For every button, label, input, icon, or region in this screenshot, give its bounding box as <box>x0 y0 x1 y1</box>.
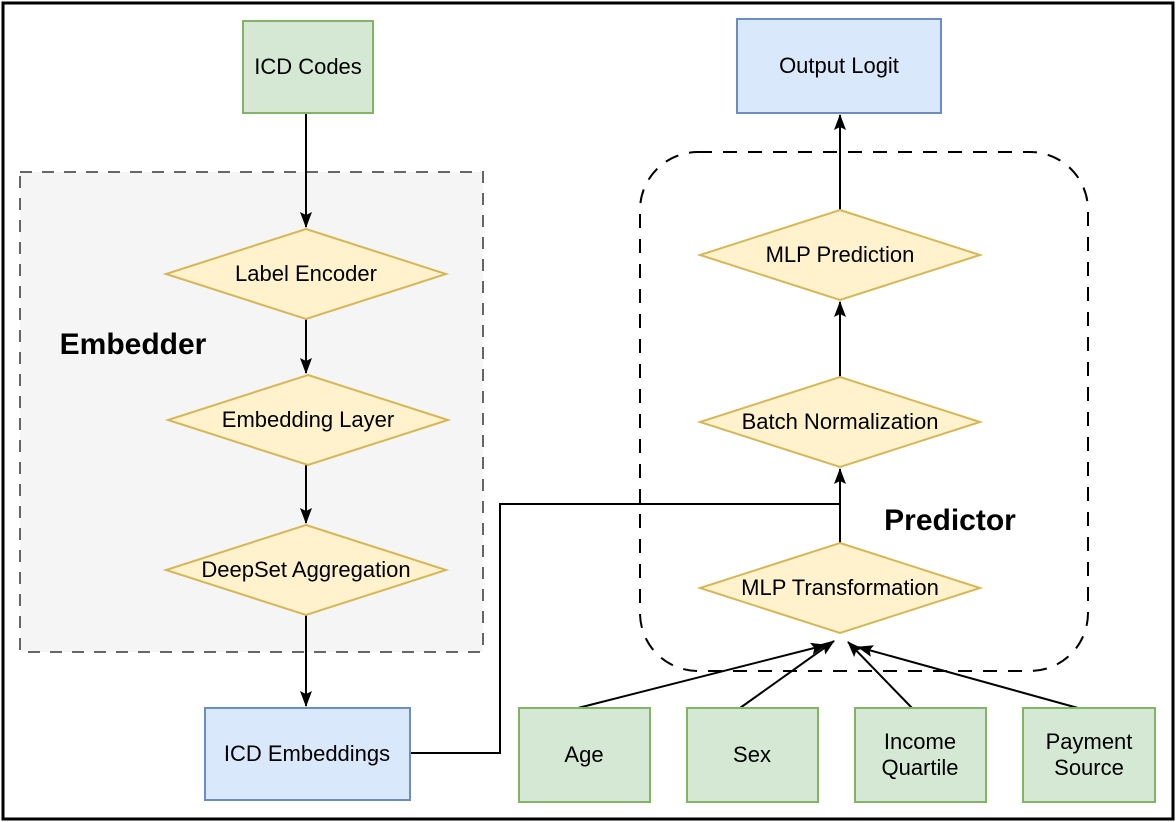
node-label-icd-embeddings: ICD Embeddings <box>223 741 391 767</box>
node-batch-normalization <box>696 375 984 469</box>
node-sex <box>686 707 819 803</box>
node-label-batch-normalization: Batch Normalization <box>741 409 939 435</box>
edge-income-quartile-to-mlp-transformation <box>847 641 913 709</box>
edge-age-to-mlp-transformation <box>577 642 827 709</box>
group-label-embedder: Embedder <box>59 328 207 361</box>
node-label-age: Age <box>564 742 604 768</box>
node-label-payment-source: Payment Source <box>1045 729 1133 780</box>
node-label-output-logit: Output Logit <box>779 53 899 79</box>
node-label-sex: Sex <box>733 742 771 768</box>
node-label-mlp-prediction: MLP Prediction <box>765 242 915 268</box>
node-label-label-encoder: Label Encoder <box>235 261 377 287</box>
node-mlp-prediction <box>696 208 984 302</box>
group-label-predictor: Predictor <box>884 504 1016 537</box>
node-output-logit <box>736 18 942 114</box>
group-predictor-box <box>639 151 1089 672</box>
node-label-embedding-layer: Embedding Layer <box>221 407 395 433</box>
node-income-quartile <box>854 707 987 803</box>
node-mlp-transformation <box>696 541 984 635</box>
node-label-mlp-transformation: MLP Transformation <box>741 575 939 601</box>
edge-sex-to-mlp-transformation <box>739 640 835 709</box>
edge-payment-source-to-mlp-transformation <box>857 645 1079 709</box>
node-icd-embeddings <box>204 707 411 801</box>
node-embedding-layer <box>164 373 452 467</box>
node-label-income-quartile: Income Quartile <box>881 729 959 780</box>
node-label-encoder <box>162 227 450 321</box>
node-deepset-aggregation <box>162 523 450 617</box>
edge-icd-embeddings-to-predictor <box>410 503 839 754</box>
node-age <box>518 707 651 803</box>
node-payment-source <box>1022 707 1156 803</box>
node-label-icd-codes: ICD Codes <box>254 54 362 80</box>
node-icd-codes <box>242 20 374 114</box>
node-label-deepset-aggregation: DeepSet Aggregation <box>201 557 411 583</box>
